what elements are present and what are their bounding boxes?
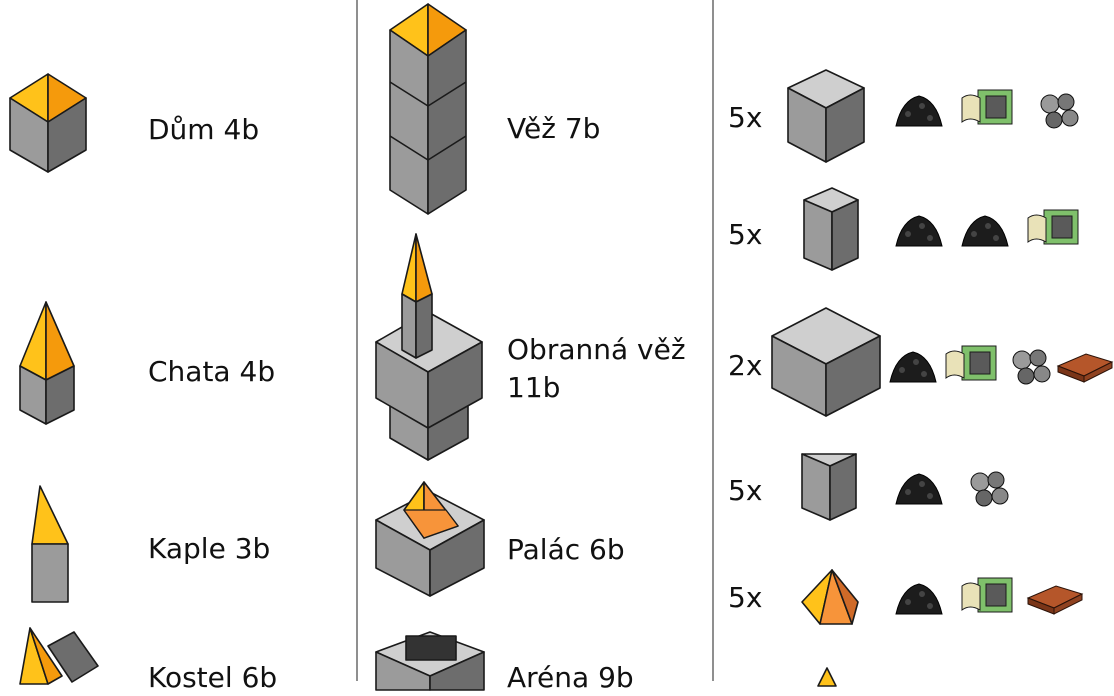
coal-icon xyxy=(895,95,943,127)
building-label-arena: Aréna 9b xyxy=(507,660,634,696)
piece-count: 5x xyxy=(728,581,763,614)
building-name: Věž xyxy=(507,112,556,145)
scroll-map-icon xyxy=(961,89,1013,125)
building-name: Chata xyxy=(148,355,231,388)
wood-plank-icon xyxy=(1026,585,1084,615)
building-name: Kaple xyxy=(148,532,226,565)
chapel-figure xyxy=(31,485,69,603)
church-figure xyxy=(19,627,99,685)
coal-icon xyxy=(895,215,943,247)
large-cube-piece xyxy=(771,307,881,417)
big-cube-piece xyxy=(787,69,865,163)
piece-count: 2x xyxy=(728,349,763,382)
scroll-map-icon xyxy=(1027,209,1079,245)
pyramid-top-piece xyxy=(817,667,837,687)
pyramid-piece xyxy=(801,569,859,625)
piece-count: 5x xyxy=(728,218,763,251)
building-points: 6b xyxy=(589,533,625,566)
building-label-church: Kostel 6b xyxy=(148,660,277,696)
building-points: 4b xyxy=(223,113,260,146)
cottage-figure xyxy=(19,301,75,425)
wood-plank-icon xyxy=(1056,353,1114,383)
palace-figure xyxy=(375,481,485,597)
coal-icon xyxy=(889,351,937,383)
stone-icon xyxy=(1040,93,1079,129)
building-label-house: Dům 4b xyxy=(148,112,259,148)
tower-figure xyxy=(389,3,467,215)
building-points: 7b xyxy=(564,112,601,145)
building-label-chapel: Kaple 3b xyxy=(148,531,270,567)
stone-icon xyxy=(970,471,1009,507)
tall-block-piece xyxy=(803,187,859,271)
scroll-map-icon xyxy=(945,345,997,381)
wedge-block-piece xyxy=(801,453,857,521)
building-points: 9b xyxy=(598,661,634,694)
building-label-cottage: Chata 4b xyxy=(148,354,275,390)
building-points: 6b xyxy=(241,661,278,694)
coal-icon xyxy=(961,215,1009,247)
building-name: Kostel xyxy=(148,661,233,694)
coal-icon xyxy=(895,473,943,505)
scroll-map-icon xyxy=(961,577,1013,613)
building-label-palace: Palác 6b xyxy=(507,532,625,568)
building-name: Obranná věž xyxy=(507,333,686,366)
piece-count: 5x xyxy=(728,101,763,134)
column-divider-left xyxy=(356,0,358,681)
defense-tower-figure xyxy=(375,233,483,461)
building-name: Palác xyxy=(507,533,581,566)
building-name: Dům xyxy=(148,113,215,146)
piece-count: 5x xyxy=(728,474,763,507)
building-points: 4b xyxy=(239,355,276,388)
building-label-tower: Věž 7b xyxy=(507,111,600,147)
building-points: 3b xyxy=(234,532,271,565)
stone-icon xyxy=(1012,349,1051,385)
house-figure xyxy=(9,73,87,173)
building-label-defense-tower: Obranná věž 11b xyxy=(507,331,697,407)
arena-figure xyxy=(375,631,485,691)
coal-icon xyxy=(895,583,943,615)
column-divider-right xyxy=(712,0,714,681)
building-points: 11b xyxy=(507,371,561,404)
building-name: Aréna xyxy=(507,661,590,694)
